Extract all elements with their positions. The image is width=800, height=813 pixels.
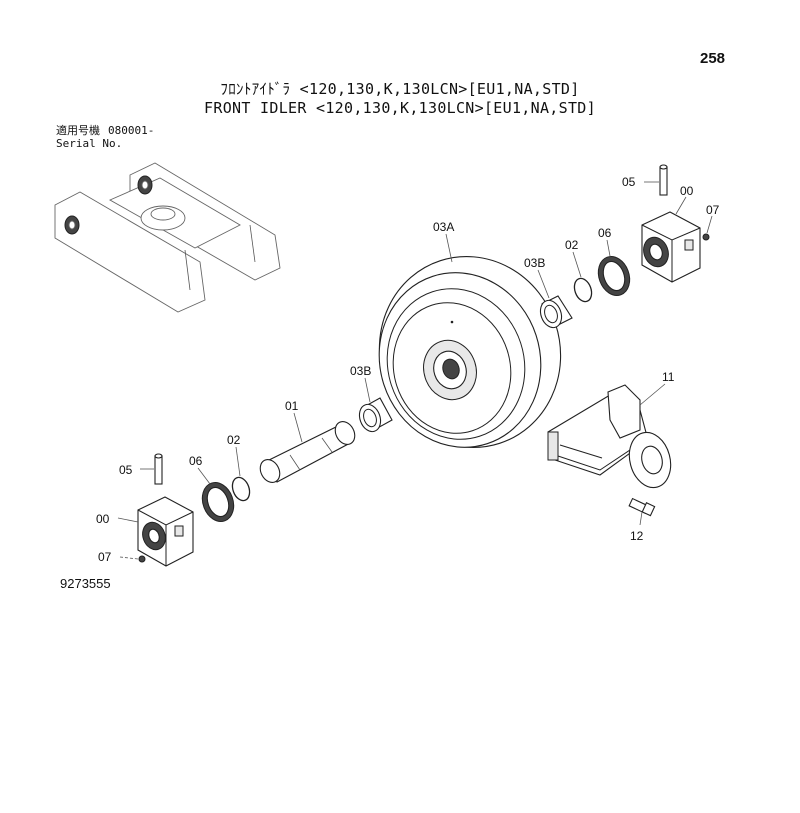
callout-01: 01: [285, 399, 299, 413]
bushing-03B-right: [539, 295, 573, 329]
callout-11: 11: [662, 370, 675, 384]
floating-seal-06-right: [597, 256, 631, 296]
callout-02-left: 02: [227, 433, 241, 447]
title-japanese: ﾌﾛﾝﾄｱｲﾄﾞﾗ <120,130,K,130LCN>[EU1,NA,STD]: [220, 80, 580, 98]
serial-label-english: Serial No.: [56, 137, 123, 150]
callout-03A: 03A: [433, 220, 454, 234]
grease-plug-07-left: [138, 555, 146, 563]
callout-05-left: 05: [119, 463, 133, 477]
bearing-housing-00-left: [137, 496, 194, 567]
bearing-housing-00-right: [641, 211, 701, 283]
callout-00-left: 00: [96, 512, 110, 526]
shaft-01: [259, 421, 356, 483]
callout-12: 12: [630, 529, 644, 543]
page-number: 258: [700, 50, 726, 67]
title-english: FRONT IDLER <120,130,K,130LCN>[EU1,NA,ST…: [204, 99, 596, 117]
serial-value: 080001-: [108, 124, 155, 137]
callout-06-left: 06: [189, 454, 203, 468]
callout-02-right: 02: [565, 238, 579, 252]
serial-number-block: 適用号機 080001- Serial No.: [56, 124, 154, 150]
grease-plug-07-right: [702, 233, 710, 241]
callout-03B-right: 03B: [524, 256, 545, 270]
callout-00-right: 00: [680, 184, 694, 198]
serial-label-japanese: 適用号機: [56, 124, 100, 137]
track-frame-ghost-drawing: [54, 162, 281, 313]
drawing-number: 9273555: [60, 576, 111, 591]
idler-wheel-03A: [378, 256, 562, 448]
callout-07-left: 07: [98, 550, 112, 564]
callout-03B-left: 03B: [350, 364, 371, 378]
pin-05-right: [659, 164, 668, 196]
snap-ring-02-left: [231, 476, 251, 502]
bolt-12: [628, 497, 656, 517]
callout-07-right: 07: [706, 203, 720, 217]
floating-seal-06-left: [201, 482, 235, 522]
bushing-03B-left: [358, 397, 393, 433]
yoke-11: [547, 384, 672, 489]
callout-labels: 05 00 07 03A 03B 02 06 11 03B 01 02 05 0…: [96, 175, 720, 564]
callout-06-right: 06: [598, 226, 612, 240]
snap-ring-02-right: [573, 277, 593, 303]
pin-05-left: [154, 453, 163, 485]
leader-lines: [117, 181, 713, 560]
callout-05-right: 05: [622, 175, 636, 189]
